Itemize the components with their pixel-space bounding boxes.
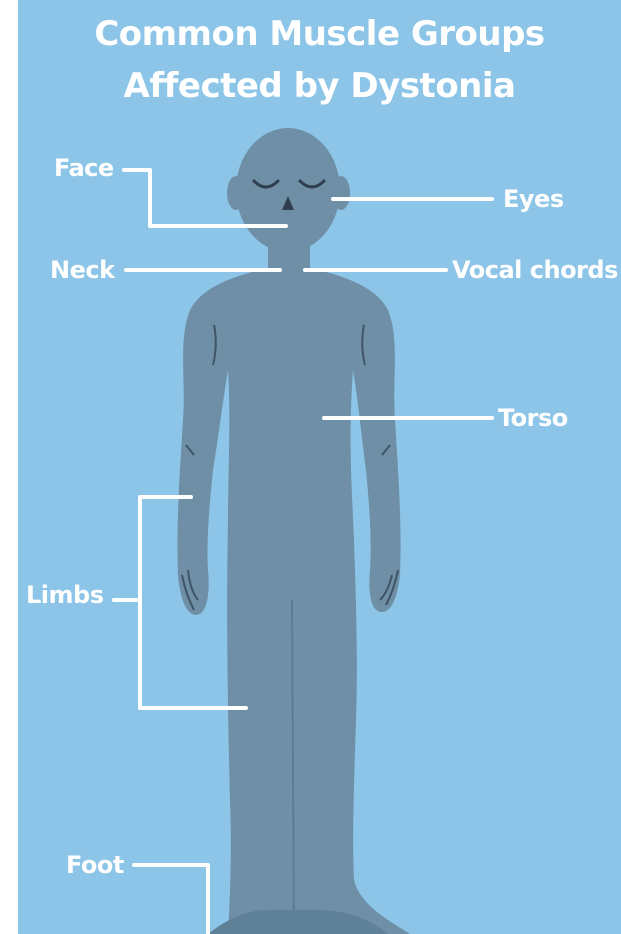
label-eyes: Eyes <box>503 185 564 213</box>
label-neck: Neck <box>50 256 115 284</box>
label-vocal-chords: Vocal chords <box>452 256 618 284</box>
body-figure-illustration <box>18 0 621 934</box>
foot-leader-line <box>134 865 208 934</box>
label-limbs: Limbs <box>26 581 104 609</box>
label-foot: Foot <box>66 851 124 879</box>
label-torso: Torso <box>498 404 568 432</box>
head-shape <box>236 128 340 252</box>
label-face: Face <box>54 154 114 182</box>
diagram-canvas: Common Muscle Groups Affected by Dystoni… <box>18 0 621 934</box>
